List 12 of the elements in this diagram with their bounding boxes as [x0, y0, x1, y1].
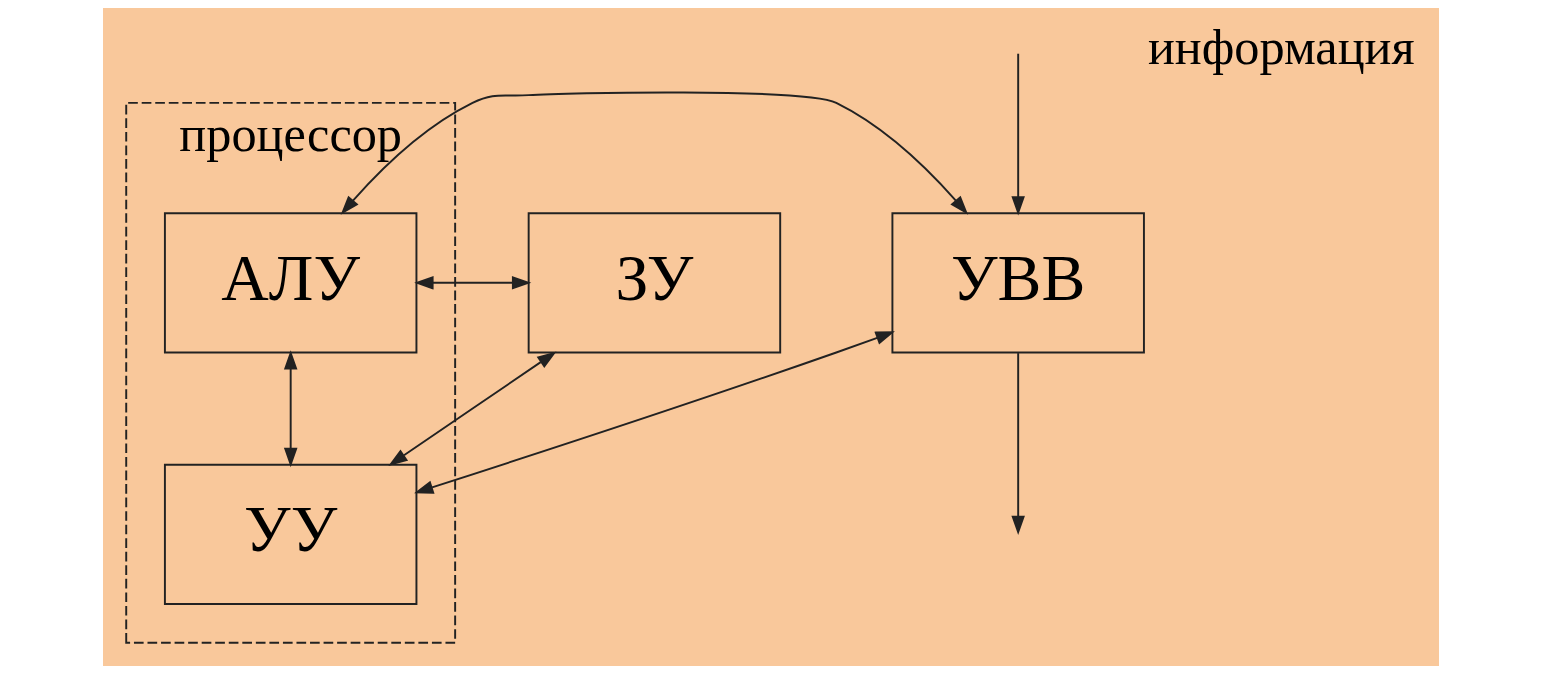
- arrow: [414, 276, 532, 290]
- arrow: [340, 91, 969, 215]
- arrow: [1011, 352, 1025, 536]
- arrow: [388, 351, 557, 466]
- node-box: ЗУ: [527, 212, 782, 354]
- arrow: [1011, 52, 1025, 216]
- node-box: АЛУ: [163, 212, 418, 354]
- node-box: УУ: [163, 463, 418, 605]
- node-box: УВВ: [891, 212, 1145, 354]
- arrow: [414, 331, 895, 494]
- label: информация: [1147, 18, 1415, 75]
- arrow: [283, 350, 298, 468]
